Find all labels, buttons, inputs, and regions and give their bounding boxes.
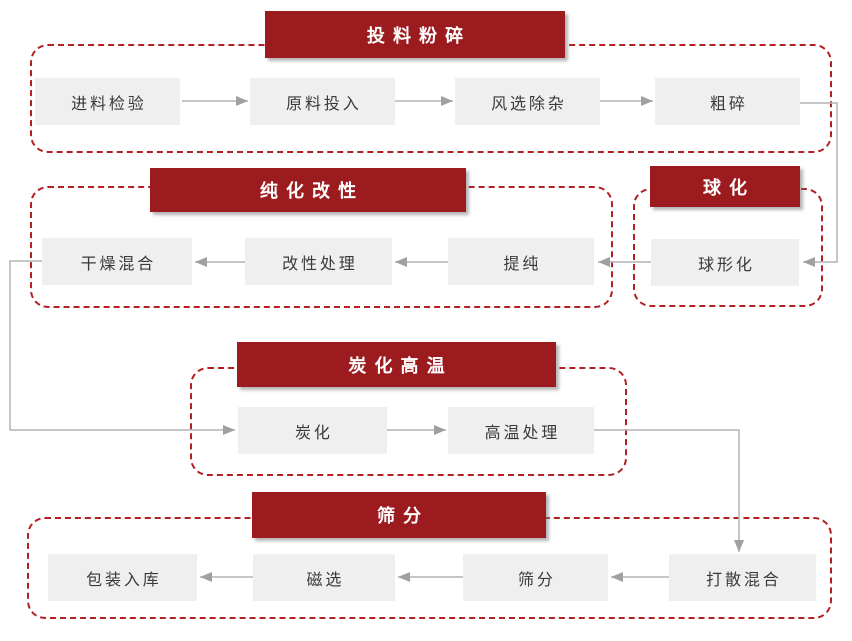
step-scatter-mixing: 打散混合 (669, 554, 816, 601)
step-carbonizing: 炭化 (238, 407, 387, 454)
step-spheroidizing: 球形化 (651, 239, 799, 286)
section-title: 筛分 (376, 506, 430, 527)
step-label: 高温处理 (484, 422, 561, 442)
step-dry-mixing: 干燥混合 (42, 238, 192, 285)
step-incoming-inspection: 进料检验 (35, 78, 180, 125)
arrow-hightemp-to-scatter (594, 429, 744, 552)
step-modification-treatment: 改性处理 (245, 238, 392, 285)
step-label: 球形化 (698, 254, 755, 274)
step-label: 提纯 (503, 253, 542, 273)
section-header-feeding-crushing: 投料粉碎 (265, 11, 565, 58)
section-header-purification: 纯化改性 (150, 168, 466, 212)
step-label: 改性处理 (282, 253, 358, 273)
step-magnetic-separation: 磁选 (253, 554, 395, 601)
step-coarse-crushing: 粗碎 (655, 78, 800, 125)
step-label: 干燥混合 (80, 253, 157, 273)
step-label: 炭化 (295, 422, 333, 442)
step-sieving: 筛分 (463, 554, 608, 601)
step-label: 打散混合 (706, 569, 782, 589)
step-label: 进料检验 (71, 93, 147, 113)
step-high-temp-treatment: 高温处理 (448, 407, 594, 454)
section-header-carbonization: 炭化高温 (237, 342, 556, 387)
step-air-separation: 风选除杂 (455, 78, 600, 125)
step-label: 风选除杂 (491, 93, 567, 113)
section-header-spheroidization: 球化 (650, 166, 800, 207)
section-title: 炭化高温 (348, 355, 453, 377)
step-label: 原料投入 (286, 93, 362, 113)
section-header-sieving: 筛分 (252, 492, 546, 538)
arrow-coarse-to-spheroid (800, 102, 838, 267)
step-packing-warehousing: 包装入库 (48, 554, 197, 601)
section-title: 球化 (702, 177, 756, 199)
step-purification: 提纯 (448, 238, 594, 285)
section-title: 纯化改性 (259, 181, 365, 202)
step-raw-material-input: 原料投入 (250, 78, 395, 125)
step-label: 筛分 (518, 569, 556, 589)
step-label: 粗碎 (710, 93, 748, 113)
step-label: 包装入库 (86, 569, 162, 589)
arrow-dry-to-carbonize (9, 260, 235, 435)
section-title: 投料粉碎 (366, 25, 472, 47)
step-label: 磁选 (306, 569, 345, 589)
